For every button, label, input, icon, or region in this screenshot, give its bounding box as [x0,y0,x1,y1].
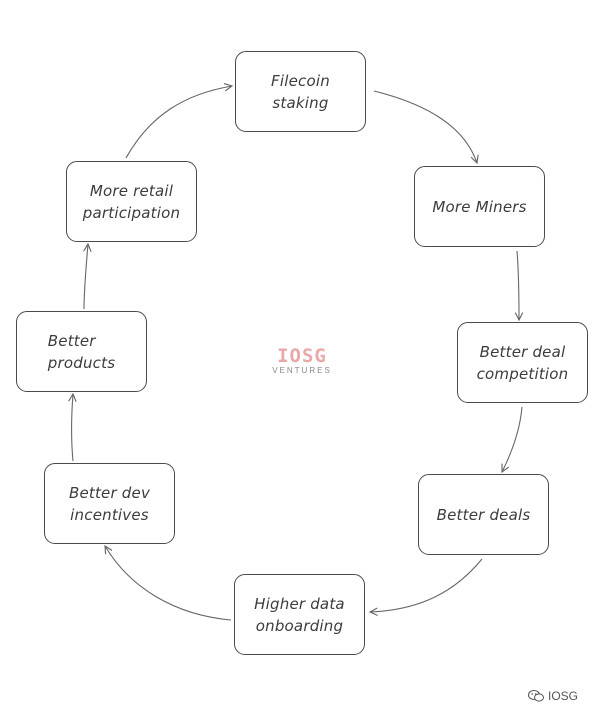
node-label-line: More retail [89,181,174,200]
node-better-dev-incentives: Better dev incentives [44,463,175,544]
node-better-deals: Better deals [418,474,549,555]
node-better-products: Better products [16,311,147,392]
node-label-line: Better dev [68,483,151,502]
node-higher-data-onboarding: Higher data onboarding [234,574,365,655]
node-label-line: Filecoin [271,71,330,90]
node-label-line: Higher data [254,594,345,613]
edge-products-to-retail [84,244,88,310]
node-more-miners: More Miners [414,166,545,247]
node-more-retail-participation: More retail participation [66,161,197,242]
logo-subtitle: VENTURES [272,366,332,375]
node-label-line: More Miners [432,197,527,216]
edge-onboarding-to-dev [105,546,232,621]
edge-retail-to-staking [125,86,232,159]
node-filecoin-staking: Filecoin staking [235,51,366,132]
logo-wordmark: IOSG [277,345,327,367]
watermark: IOSG [528,686,578,706]
watermark-text: IOSG [548,689,579,703]
node-label-line: Better [47,331,96,350]
node-label-line: staking [272,93,329,112]
node-better-deal-competition: Better deal competition [457,322,588,403]
edge-miners-to-deal-competition [517,250,519,320]
node-label-line: incentives [70,505,149,524]
node-label-line: onboarding [255,616,344,635]
wechat-icon [528,690,544,702]
edge-deals-to-onboarding [370,558,483,612]
node-label-line: participation [82,203,181,222]
iosg-ventures-logo: IOSG VENTURES [262,346,342,378]
node-label-line: competition [476,364,569,383]
node-label-line: Better deal [479,342,566,361]
edge-dev-to-products [72,394,74,462]
edge-staking-to-miners [373,90,477,163]
node-label-line: Better deals [436,505,531,524]
node-label-line: products [47,353,116,372]
edge-deal-competition-to-deals [502,406,523,472]
